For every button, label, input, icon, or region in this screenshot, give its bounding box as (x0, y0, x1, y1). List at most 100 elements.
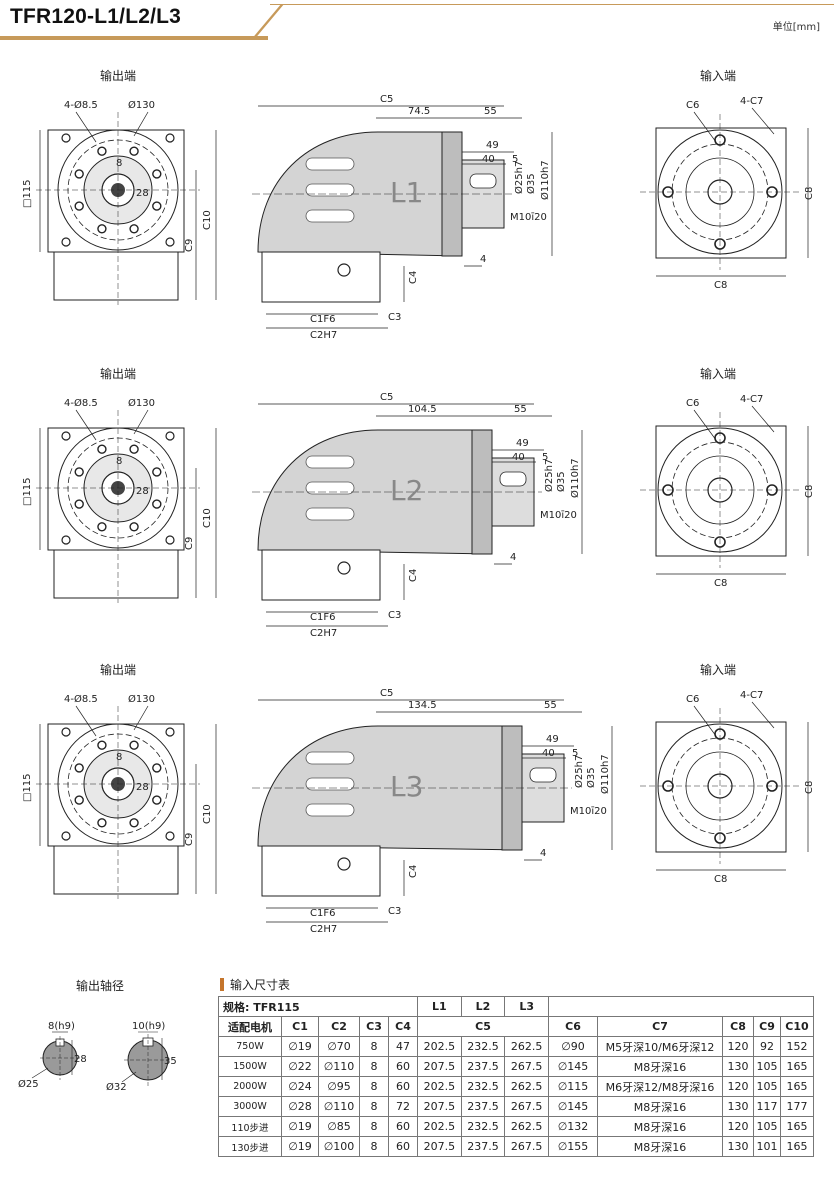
length-tag: L1 (390, 176, 423, 209)
c10-label: C10 (202, 508, 213, 528)
pitch-diameter-label: Ø130 (128, 99, 155, 111)
table-cell: 237.5 (460, 1056, 506, 1077)
l40-label: 40 (482, 154, 495, 165)
table-cell: 60 (388, 1056, 418, 1077)
corner-hole (61, 133, 71, 143)
bolt-hole (152, 499, 162, 509)
shaft-key (529, 767, 557, 783)
table-cell: ∅90 (548, 1036, 598, 1057)
corner-hole (165, 727, 175, 737)
input-dimension-table: 规格: TFR115 L1 L2 L3 适配电机 C1 C2 C3 C4 C5 … (218, 996, 814, 1157)
shaft-key (469, 173, 497, 189)
c5-label: C5 (380, 94, 393, 105)
shaft-section-b: 10(h9) 35 Ø32 (106, 1021, 177, 1093)
bolt-hole (129, 444, 139, 454)
table-cell: ∅70 (318, 1036, 360, 1057)
d110-label: Ø110h7 (599, 754, 611, 794)
key-label: 8 (116, 158, 122, 169)
table-cell: 750W (218, 1036, 282, 1057)
output-base (53, 549, 179, 599)
shaft-a-key: 8(h9) (48, 1021, 75, 1032)
corner-hole (61, 237, 71, 247)
c3-label: C3 (388, 312, 401, 323)
l40-label: 40 (542, 748, 555, 759)
table-title: 输入尺寸表 (220, 976, 290, 993)
pitch-diameter-label: Ø130 (128, 397, 155, 409)
title-underline (0, 36, 268, 40)
bolt-hole (97, 224, 107, 234)
screw (337, 263, 351, 277)
c5-label: C5 (380, 392, 393, 403)
table-cell: 152 (780, 1036, 814, 1057)
table-cell: 165 (780, 1136, 814, 1157)
l49-label: 49 (486, 140, 499, 151)
l49-label: 49 (516, 438, 529, 449)
c6-label: C6 (686, 100, 699, 111)
housing-slot (305, 183, 355, 197)
housing-slot (305, 507, 355, 521)
d35-label: Ø35 (555, 471, 567, 492)
title-marker (220, 978, 224, 991)
table-cell: 267.5 (504, 1056, 549, 1077)
hole-pattern-label: 4-Ø8.5 (64, 397, 98, 409)
c5-label: C5 (380, 688, 393, 699)
height-label: 28 (136, 782, 149, 793)
thread-label: M10ī20 (540, 510, 577, 521)
length-tag: L3 (390, 770, 423, 803)
c4-label: C4 (408, 569, 419, 582)
input-flange (655, 425, 787, 557)
screw (337, 561, 351, 575)
table-cell: 60 (388, 1136, 418, 1157)
l2-header: L2 (460, 996, 506, 1017)
c9-label: C9 (184, 537, 195, 550)
table-cell: 130 (722, 1096, 754, 1117)
c2-label: C2H7 (310, 330, 337, 341)
table-cell: M6牙深12/M8牙深16 (597, 1076, 723, 1097)
table-cell: 237.5 (460, 1136, 506, 1157)
table-cell: 120 (722, 1076, 754, 1097)
table-cell: 2000W (218, 1076, 282, 1097)
shaft-a-diameter: Ø25 (18, 1078, 39, 1090)
shaft-key (499, 471, 527, 487)
table-cell: 3000W (218, 1096, 282, 1117)
table-cell: 207.5 (417, 1056, 462, 1077)
input-end-label: 输入端 (700, 68, 736, 83)
col-c10: C10 (780, 1016, 814, 1037)
table-cell: 1500W (218, 1056, 282, 1077)
table-cell: 8 (359, 1056, 389, 1077)
c1-label: C1F6 (310, 314, 335, 325)
corner-hole (165, 831, 175, 841)
table-cell: ∅19 (281, 1116, 319, 1137)
table-cell: 232.5 (460, 1036, 506, 1057)
table-cell: 177 (780, 1096, 814, 1117)
c7-label: 4-C7 (740, 690, 763, 701)
model-cell: 规格: TFR115 (218, 996, 418, 1017)
housing-slot (305, 209, 355, 223)
table-cell: M8牙深16 (597, 1096, 723, 1117)
height-label: 28 (136, 188, 149, 199)
square-label: □115 (22, 179, 33, 208)
input-end-label: 输入端 (700, 366, 736, 381)
bolt-hole (152, 763, 162, 773)
header: TFR120-L1/L2/L3 单位[mm] (0, 0, 834, 44)
l4-label: 4 (540, 848, 546, 859)
shaft-b-height: 35 (164, 1056, 177, 1067)
c6-label: C6 (686, 398, 699, 409)
table-cell: 105 (753, 1116, 781, 1137)
table-cell: 165 (780, 1076, 814, 1097)
table-cell: 105 (753, 1056, 781, 1077)
d110-label: Ø110h7 (569, 458, 581, 498)
table-cell: ∅145 (548, 1096, 598, 1117)
shaft-b-diameter: Ø32 (106, 1081, 127, 1093)
unit-label: 单位[mm] (772, 22, 820, 33)
table-cell: 72 (388, 1096, 418, 1117)
